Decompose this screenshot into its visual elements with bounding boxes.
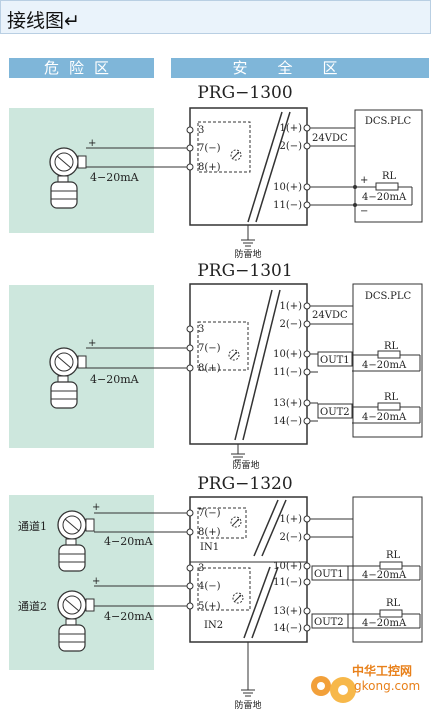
watermark-en: gkong.com [354,679,421,693]
model-title: PRG−1300 [197,83,292,103]
terminal-label: 5(+) [198,601,221,612]
rl-label: RL [384,392,399,403]
output-label: OUT1 [314,569,344,580]
plc-label: DCS.PLC [365,291,412,302]
svg-text:+: + [88,138,96,149]
rl-label: RL [384,341,399,352]
terminal-label: 2(−) [279,141,302,152]
terminal-label: 3 [198,324,204,335]
signal-label: 4−20mA [90,373,140,386]
ground-label: 防雷地 [234,699,261,711]
rl-label: RL [386,550,401,561]
output-label: OUT2 [320,407,350,418]
svg-text:+: + [92,576,100,587]
svg-text:+: + [92,502,100,513]
ground-label: 防雷地 [232,459,259,471]
terminal-label: 10(+) [273,349,302,360]
output-label: OUT2 [314,617,344,628]
input-label: IN1 [200,542,219,553]
signal-label: 4−20mA [362,360,407,371]
terminal-label: 2(−) [279,532,302,543]
model-title: PRG−1301 [197,261,292,281]
channel-label: 通道1 [18,519,47,533]
plc-box [354,109,423,223]
svg-text:−: − [360,206,368,217]
rl-label: RL [382,171,397,182]
svg-text:+: + [88,338,96,349]
signal-label: 4−20mA [362,412,407,423]
terminal-label: 1(+) [279,123,302,134]
terminal-label: 10(+) [273,182,302,193]
terminal-label: 1(+) [279,514,302,525]
terminal-label: 14(−) [273,623,302,634]
terminal-label: 3 [198,125,204,136]
terminal-label: 7(−) [198,508,221,519]
signal-label: 4−20mA [104,535,154,548]
terminal-label: 11(−) [273,577,302,588]
terminal-label: 8(+) [198,363,221,374]
terminal-label: 13(+) [273,398,302,409]
channel-label: 通道2 [18,599,47,613]
watermark-cn: 中华工控网 [352,664,413,678]
hazard-zone-panel [9,108,154,233]
signal-label: 4−20mA [104,610,154,623]
signal-label: 4−20mA [362,192,407,203]
terminal-label: 4(−) [198,581,221,592]
terminal-label: 14(−) [273,416,302,427]
terminal-label: 11(−) [273,367,302,378]
terminal-label: 3 [198,563,204,574]
safe-zone-header: 安全区 [171,58,429,78]
output-label: OUT1 [320,355,350,366]
terminal-label: 8(+) [198,527,221,538]
page-title: 接线图↵ [7,10,80,32]
terminal-label: 13(+) [273,606,302,617]
hazard-zone-header: 危险区 [9,58,154,78]
signal-label: 4−20mA [362,618,407,629]
model-title: PRG−1320 [197,474,292,494]
plc-box [352,283,423,438]
terminal-label: 8(+) [198,162,221,173]
supply-label: 24VDC [312,310,348,321]
title-bar: 接线图↵ [0,0,431,34]
terminal-label: 11(−) [273,200,302,211]
supply-label: 24VDC [312,133,348,144]
terminal-label: 2(−) [279,319,302,330]
signal-label: 4−20mA [362,570,407,581]
plc-box [352,496,423,643]
terminal-label: 7(−) [198,343,221,354]
terminal-label: 7(−) [198,143,221,154]
plc-label: DCS.PLC [365,116,412,127]
signal-label: 4−20mA [90,171,140,184]
gear-icon [311,676,356,703]
terminal-label: 1(+) [279,301,302,312]
rl-label: RL [386,598,401,609]
input-label: IN2 [204,620,223,631]
ground-label: 防雷地 [234,248,261,260]
svg-text:+: + [360,175,368,186]
isolator-box [189,283,308,445]
terminal-label: 10(+) [273,561,302,572]
